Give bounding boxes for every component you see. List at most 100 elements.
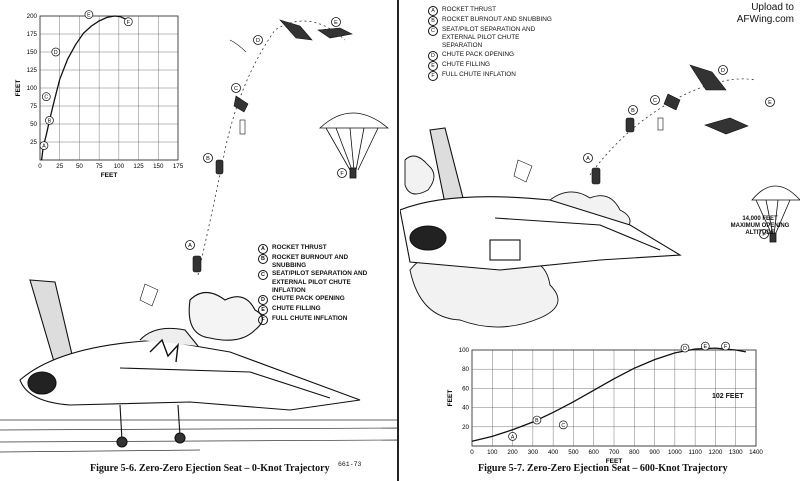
aircraft-illustration <box>19 279 361 448</box>
chart-point-c: C <box>41 92 51 101</box>
y-axis-label: FEET <box>15 80 22 97</box>
x-tick-label: 175 <box>173 163 184 170</box>
chart-point-e: E <box>84 10 94 19</box>
marker-f: F <box>337 168 347 178</box>
legend-key-badge: D <box>428 50 438 61</box>
trajectory-point-markers: A B C D E F <box>583 65 775 239</box>
aircraft-illustration <box>400 127 682 271</box>
legend-text: ROCKET THRUST <box>442 6 497 13</box>
x-tick-label: 100 <box>487 449 498 456</box>
chart-point-marker <box>45 116 54 125</box>
peak-height-label: 102 FEET <box>712 393 744 400</box>
opening-altitude-note: 14,000 FEET MAXIMUM OPENING ALTITUDE <box>730 216 790 236</box>
legend-key-badge: F <box>428 70 438 81</box>
legend-item-e: E CHUTE FILLING <box>428 60 552 71</box>
legend-item-a: A ROCKET THRUST <box>258 244 382 254</box>
chart-point-c: C <box>558 420 568 430</box>
chart-point-label: F <box>127 20 130 26</box>
x-tick-label: 700 <box>609 449 620 456</box>
x-tick-label: 75 <box>96 163 103 170</box>
legend-text: CHUTE PACK OPENING <box>272 295 345 303</box>
watermark-line-1: Upload to <box>751 2 794 13</box>
chart-point-marker <box>558 420 568 430</box>
ejection-trajectory-path <box>197 20 346 276</box>
marker-a: A <box>583 153 593 163</box>
marker-e: E <box>765 97 775 107</box>
chart-point-marker <box>721 341 730 351</box>
legend-text: FULL CHUTE INFLATION <box>442 70 516 78</box>
marker-f: F <box>759 229 769 239</box>
x-tick-label: 50 <box>76 163 83 170</box>
svg-text:C: C <box>234 86 238 92</box>
chart-point-d: D <box>680 343 690 353</box>
y-tick-label: 25 <box>30 139 37 146</box>
x-tick-label: 1300 <box>729 449 743 456</box>
svg-text:D: D <box>256 38 260 44</box>
x-tick-label: 900 <box>649 449 660 456</box>
legend-text: CHUTE FILLING <box>442 60 490 68</box>
x-axis-label: FEET <box>101 172 118 179</box>
svg-text:E: E <box>334 20 338 26</box>
chart-point-label: E <box>87 13 91 19</box>
legend-item-c: C SEAT/PILOT SEPARATION AND EXTERNAL PILO… <box>428 26 552 51</box>
x-tick-label: 500 <box>568 449 579 456</box>
y-tick-label: 100 <box>27 85 38 92</box>
y-tick-label: 125 <box>27 67 38 74</box>
legend-text: SEAT/PILOT SEPARATION AND EXTERNAL PILOT… <box>442 26 536 50</box>
legend-key-badge: C <box>258 270 268 281</box>
marker-d: D <box>253 35 263 45</box>
chart-point-label: F <box>724 344 727 350</box>
legend-key-badge: B <box>258 254 268 264</box>
svg-text:F: F <box>340 171 344 177</box>
x-tick-label: 400 <box>548 449 559 456</box>
legend-text: ROCKET THRUST <box>272 244 327 251</box>
trajectory-point-markers: A B C D E F <box>185 17 347 250</box>
marker-d: D <box>718 65 728 75</box>
x-tick-label: 0 <box>38 163 42 170</box>
x-tick-label: 0 <box>470 449 474 456</box>
x-tick-label: 125 <box>133 163 144 170</box>
marker-b: B <box>628 105 638 115</box>
y-tick-label: 150 <box>27 49 38 56</box>
y-tick-label: 50 <box>30 121 37 128</box>
chart-point-marker <box>532 415 542 425</box>
chart-point-label: B <box>535 418 539 424</box>
x-tick-label: 800 <box>629 449 640 456</box>
svg-text:A: A <box>188 243 192 249</box>
svg-text:B: B <box>206 156 210 162</box>
svg-text:E: E <box>768 100 772 106</box>
chart-point-marker <box>84 10 94 19</box>
y-tick-label: 175 <box>27 31 38 38</box>
y-tick-label: 80 <box>462 366 469 373</box>
ejection-trajectory-path <box>589 78 756 176</box>
x-tick-label: 1000 <box>668 449 682 456</box>
figure-5-6-caption: Figure 5-6. Zero-Zero Ejection Seat – 0-… <box>90 463 330 474</box>
y-tick-label: 40 <box>462 405 469 412</box>
legend-key-badge: C <box>428 26 438 36</box>
x-tick-label: 25 <box>56 163 63 170</box>
x-tick-label: 600 <box>589 449 600 456</box>
svg-text:B: B <box>631 108 635 114</box>
watermark-line-2: AFWing.com <box>736 14 794 25</box>
chart-point-marker <box>123 17 133 27</box>
marker-b: B <box>203 153 213 163</box>
legend-key-badge: B <box>428 16 438 26</box>
y-tick-label: 60 <box>462 385 469 392</box>
chart-point-label: E <box>704 344 708 350</box>
legend-key-badge: E <box>428 60 438 71</box>
x-tick-label: 150 <box>153 163 164 170</box>
chart-point-label: C <box>561 423 565 429</box>
legend-key-badge: A <box>258 244 268 254</box>
pilot-figures <box>513 64 749 185</box>
